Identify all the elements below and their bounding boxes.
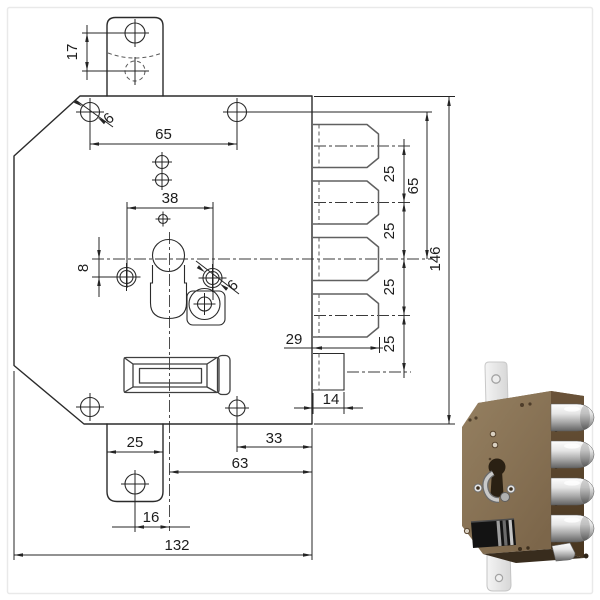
faceplate-bottom-tab xyxy=(486,550,512,592)
cylinder-keyhole xyxy=(149,238,226,326)
photo-front-details xyxy=(463,402,532,551)
product-photo xyxy=(462,361,595,592)
image-frame xyxy=(6,6,594,595)
dim-label-146: 146 xyxy=(427,246,444,271)
technical-drawing: 17 65 6 38 8 6 xyxy=(13,16,455,560)
dimension-16: 16 xyxy=(112,493,190,532)
dimension-8: 8 xyxy=(75,237,122,297)
key-guide-plate xyxy=(186,290,226,326)
dim-label-25-4: 25 xyxy=(381,336,398,353)
deadbolts xyxy=(312,123,380,338)
dimension-132: 132 xyxy=(13,371,312,560)
photo-bolt xyxy=(550,440,595,469)
dim-label-25-bracket: 25 xyxy=(127,434,144,451)
dimension-146: 146 xyxy=(314,96,455,425)
dim-label-8: 8 xyxy=(75,264,92,272)
dim-label-dia6-side: 6 xyxy=(224,277,242,295)
dim-label-14: 14 xyxy=(323,391,340,408)
dimension-38: 38 xyxy=(126,190,214,300)
dim-label-25-1: 25 xyxy=(381,166,398,183)
dimension-25-bracket: 25 xyxy=(107,434,163,454)
dim-label-29: 29 xyxy=(286,331,303,348)
dim-label-17: 17 xyxy=(64,44,81,61)
dim-label-33: 33 xyxy=(266,430,283,447)
photo-bolt xyxy=(550,403,595,432)
dim-label-25-3: 25 xyxy=(381,279,398,296)
photo-keyhole xyxy=(482,458,510,503)
photo-bolt xyxy=(550,514,595,543)
centerlines xyxy=(92,145,433,531)
dim-label-16: 16 xyxy=(143,509,160,526)
dimension-63: 63 xyxy=(169,428,313,560)
faceplate-hole-bottom xyxy=(494,573,504,583)
photo-key-knob xyxy=(500,492,510,502)
dimension-65-right: 65 xyxy=(247,111,432,259)
latch-front xyxy=(123,354,231,396)
dimension-33: 33 xyxy=(236,415,312,452)
dimension-65-top: 65 xyxy=(89,119,238,150)
photo-black-latch xyxy=(470,518,516,548)
dimension-17: 17 xyxy=(64,25,130,80)
faceplate-top-tab xyxy=(484,361,509,406)
dim-label-25-2: 25 xyxy=(381,223,398,240)
photo-bolt xyxy=(550,477,595,506)
dim-label-132: 132 xyxy=(164,537,189,554)
dim-label-63: 63 xyxy=(232,455,249,472)
photo-aux-bolt xyxy=(551,542,589,562)
dimension-29: 29 xyxy=(284,331,383,353)
body-holes xyxy=(76,98,251,421)
cover-screws xyxy=(152,152,172,227)
dimension-14: 14 xyxy=(294,391,363,414)
body-front-face xyxy=(462,391,551,554)
dim-label-65-right: 65 xyxy=(405,178,422,195)
lock-body-outline xyxy=(13,95,313,425)
dim-label-65-top: 65 xyxy=(155,126,172,143)
faceplate-hole-top xyxy=(491,374,501,384)
photo-deadbolts xyxy=(550,403,595,562)
dim-label-dia6-top: 6 xyxy=(100,110,118,128)
dimension-bolt-spacing-stack: 25 25 25 25 xyxy=(381,139,406,378)
dim-label-38: 38 xyxy=(162,190,179,207)
top-mounting-bracket xyxy=(106,16,164,97)
auxiliary-bolt xyxy=(313,352,345,391)
